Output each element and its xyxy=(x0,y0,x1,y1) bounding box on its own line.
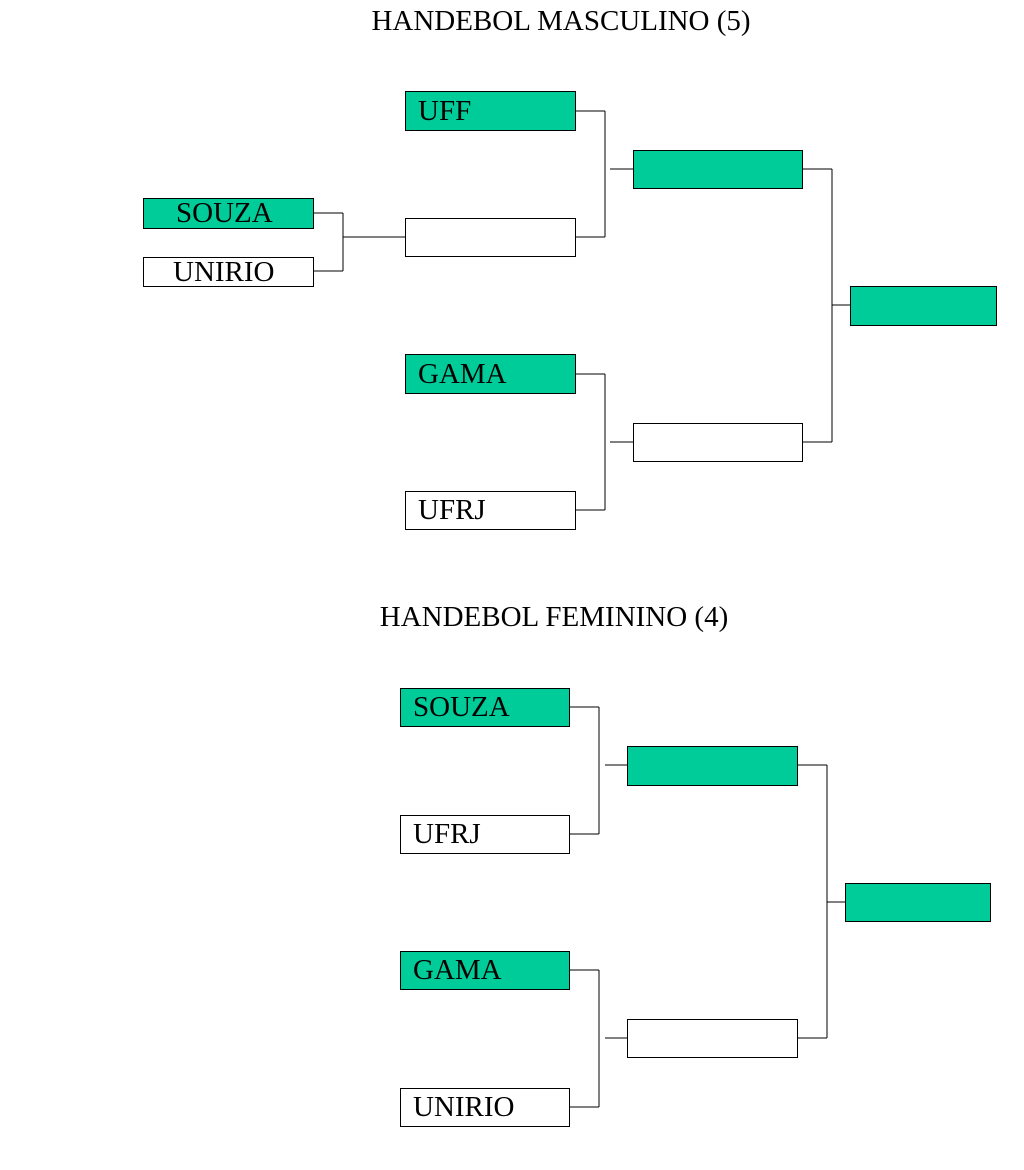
winner-slot-semifinal-1 xyxy=(633,150,803,189)
team-slot-ufrj: UFRJ xyxy=(405,491,576,530)
champion-slot-feminino xyxy=(845,883,991,922)
masculino-title: HANDEBOL MASCULINO (5) xyxy=(371,5,751,37)
team-slot-uff: UFF xyxy=(405,91,576,131)
team-label: UNIRIO xyxy=(173,257,275,287)
team-slot-souza: SOUZA xyxy=(400,688,570,727)
winner-slot-semifinal-1 xyxy=(627,746,798,786)
team-slot-souza: SOUZA xyxy=(143,198,314,229)
team-slot-unirio: UNIRIO xyxy=(400,1088,570,1127)
team-slot-gama: GAMA xyxy=(400,951,570,990)
team-label: SOUZA xyxy=(176,198,273,229)
team-slot-ufrj: UFRJ xyxy=(400,815,570,854)
team-slot-unirio: UNIRIO xyxy=(143,257,314,287)
feminino-title: HANDEBOL FEMININO (4) xyxy=(379,601,729,633)
winner-slot-prelim xyxy=(405,218,576,257)
champion-slot-masculino xyxy=(850,286,997,326)
team-slot-gama: GAMA xyxy=(405,354,576,394)
winner-slot-semifinal-2 xyxy=(633,423,803,462)
winner-slot-semifinal-2 xyxy=(627,1019,798,1058)
